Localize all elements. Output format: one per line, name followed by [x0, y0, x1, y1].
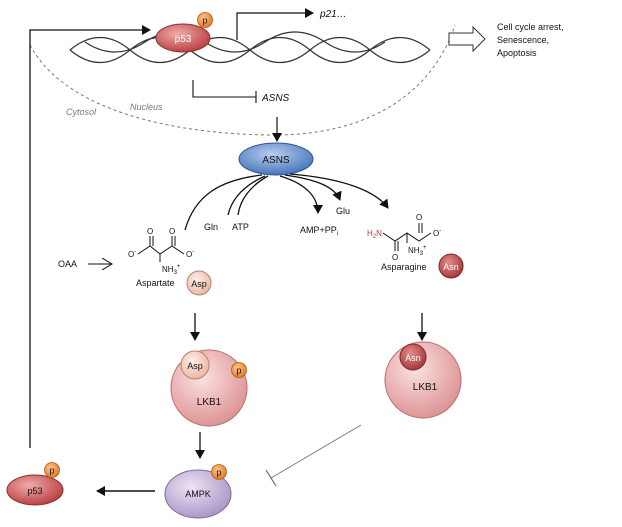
lkb1-asn-complex: Asn LKB1	[384, 341, 462, 419]
amp-ppi-label: AMP+PPi	[300, 225, 338, 237]
asn-badge-label: Asn	[443, 262, 459, 272]
asn-o-bottom: O	[392, 253, 398, 262]
ampk: AMPK p	[164, 464, 232, 519]
glu-label: Glu	[336, 206, 350, 216]
p53-bottom-p-label: p	[49, 466, 54, 476]
asparagine-structure	[382, 223, 432, 251]
nuclear-membrane	[29, 24, 456, 136]
ampk-label: AMPK	[185, 489, 211, 499]
asn-badge: Asn	[438, 253, 464, 279]
outcome-block-arrow	[448, 25, 486, 53]
outcome-line2: Senescence,	[497, 35, 549, 45]
asns-protein-label: ASNS	[262, 155, 290, 166]
p21-label: p21…	[319, 9, 347, 20]
cytosol-label: Cytosol	[66, 107, 97, 117]
gln-label: Gln	[204, 222, 218, 232]
asp-o-minus-left: O-	[128, 249, 136, 259]
lkb1-asp-complex: Asp p LKB1	[170, 349, 248, 427]
lkb1-asp-label: Asp	[187, 361, 203, 371]
asp-badge-label: Asp	[191, 279, 207, 289]
p21-arrow	[236, 8, 314, 40]
outcome-line3: Apoptosis	[497, 48, 537, 58]
oaa-label: OAA	[58, 259, 77, 269]
lkb1-asn-label: Asn	[405, 353, 421, 363]
nucleus-label: Nucleus	[130, 102, 163, 112]
asparagine-label: Asparagine	[381, 262, 427, 272]
lkb1-left-label: LKB1	[197, 397, 222, 408]
p53-top: p53 p	[155, 12, 213, 53]
asns-gene-inhibition	[192, 80, 256, 98]
dna-helix	[69, 31, 431, 63]
asns-reaction-arcs	[184, 173, 389, 231]
asns-protein: ASNS	[238, 142, 314, 176]
lkb1-left-p-label: p	[236, 366, 241, 376]
p53-top-label: p53	[175, 34, 192, 45]
asn-o-minus: O-	[433, 228, 441, 238]
asp-o-left: O	[147, 227, 153, 236]
atp-label: ATP	[232, 222, 249, 232]
asns-gene-label: ASNS	[261, 93, 290, 104]
asn-inhibition-line	[270, 424, 362, 479]
asn-nh3: NH3+	[408, 245, 427, 257]
aspartate-structure	[137, 236, 185, 262]
p53-bottom: p53 p	[6, 462, 64, 506]
asp-badge: Asp	[186, 270, 212, 296]
asp-o-minus-right: O-	[186, 249, 194, 259]
p53-top-phospho	[197, 12, 213, 28]
ampk-p-label: p	[216, 468, 221, 478]
p53-bottom-label: p53	[27, 486, 42, 496]
p53-top-p-label: p	[202, 16, 207, 26]
asp-nh3: NH3+	[162, 264, 181, 276]
lkb1-right-label: LKB1	[413, 382, 438, 393]
asn-h2n: H2N	[367, 229, 382, 240]
feedback-arrow	[29, 25, 151, 448]
asn-o-top: O	[416, 213, 422, 222]
outcome-line1: Cell cycle arrest,	[497, 22, 564, 32]
asp-o-right: O	[169, 227, 175, 236]
aspartate-label: Aspartate	[136, 278, 175, 288]
